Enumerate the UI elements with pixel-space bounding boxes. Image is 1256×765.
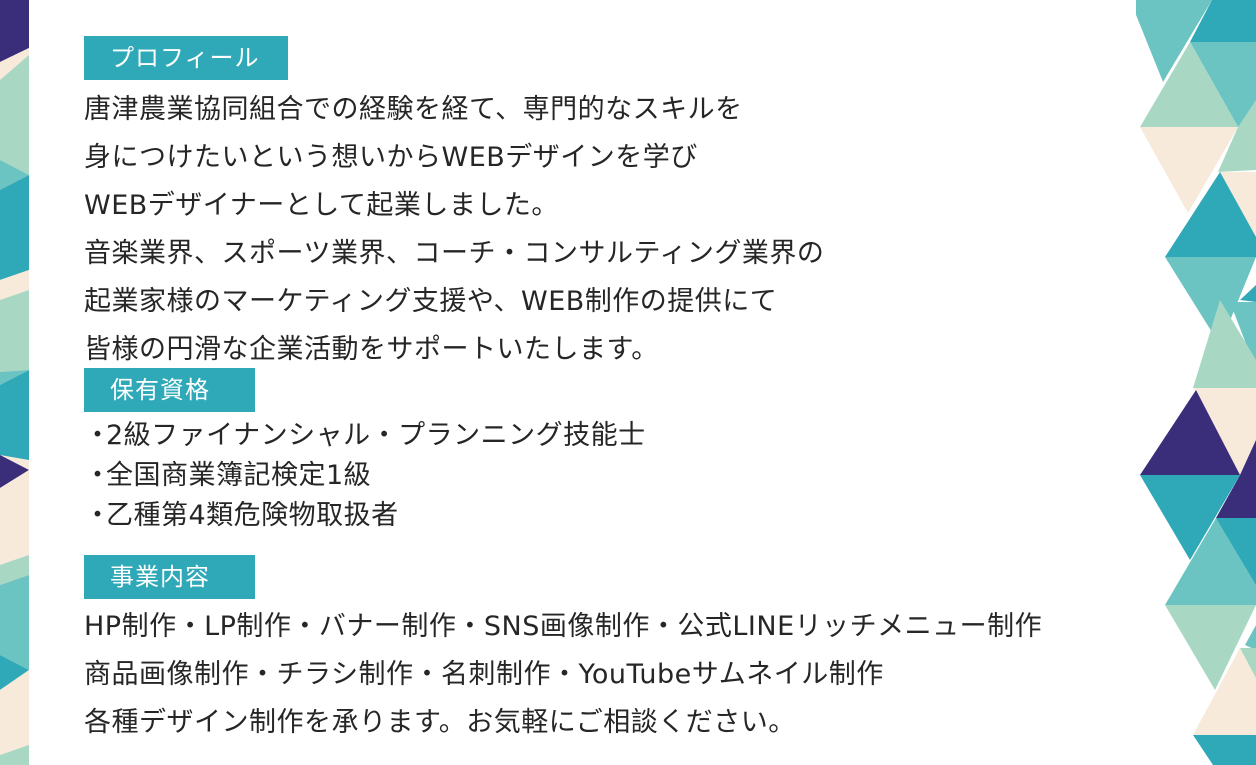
qualifications-heading-badge: 保有資格 xyxy=(84,368,255,412)
business-line: HP制作・LP制作・バナー制作・SNS画像制作・公式LINEリッチメニュー制作 xyxy=(84,611,1043,642)
qualification-item: ・2級ファイナンシャル・プランニング技能士 xyxy=(84,416,646,456)
qualifications-list: ・2級ファイナンシャル・プランニング技能士 ・全国商業簿記検定1級 ・乙種第4類… xyxy=(84,416,646,536)
business-text: HP制作・LP制作・バナー制作・SNS画像制作・公式LINEリッチメニュー制作 … xyxy=(84,603,1042,747)
qualification-text: 2級ファイナンシャル・プランニング技能士 xyxy=(106,420,646,451)
qualification-text: 全国商業簿記検定1級 xyxy=(106,460,372,491)
profile-line: 皆様の円滑な企業活動をサポートいたします。 xyxy=(84,334,659,365)
profile-line: WEBデザイナーとして起業しました。 xyxy=(84,190,559,221)
right-triangle-pattern xyxy=(1136,0,1256,765)
bullet-icon: ・ xyxy=(84,500,112,531)
qualification-item: ・全国商業簿記検定1級 xyxy=(84,456,646,496)
left-triangle-pattern xyxy=(0,0,29,765)
bullet-icon: ・ xyxy=(84,460,112,491)
qualification-text: 乙種第4類危険物取扱者 xyxy=(106,500,399,531)
profile-line: 起業家様のマーケティング支援や、WEB制作の提供にて xyxy=(84,286,778,317)
profile-line: 身につけたいという想いからWEBデザインを学び xyxy=(84,142,698,173)
bullet-icon: ・ xyxy=(84,420,112,451)
profile-heading-badge: プロフィール xyxy=(84,36,288,80)
business-line: 商品画像制作・チラシ制作・名刺制作・YouTubeサムネイル制作 xyxy=(84,659,884,690)
qualification-item: ・乙種第4類危険物取扱者 xyxy=(84,496,646,536)
profile-line: 音楽業界、スポーツ業界、コーチ・コンサルティング業界の xyxy=(84,238,825,269)
profile-line: 唐津農業協同組合での経験を経て、専門的なスキルを xyxy=(84,94,743,125)
business-line: 各種デザイン制作を承ります。お気軽にご相談ください。 xyxy=(84,707,796,738)
profile-text: 唐津農業協同組合での経験を経て、専門的なスキルを 身につけたいという想いからWE… xyxy=(84,86,824,374)
business-heading-badge: 事業内容 xyxy=(84,555,255,599)
